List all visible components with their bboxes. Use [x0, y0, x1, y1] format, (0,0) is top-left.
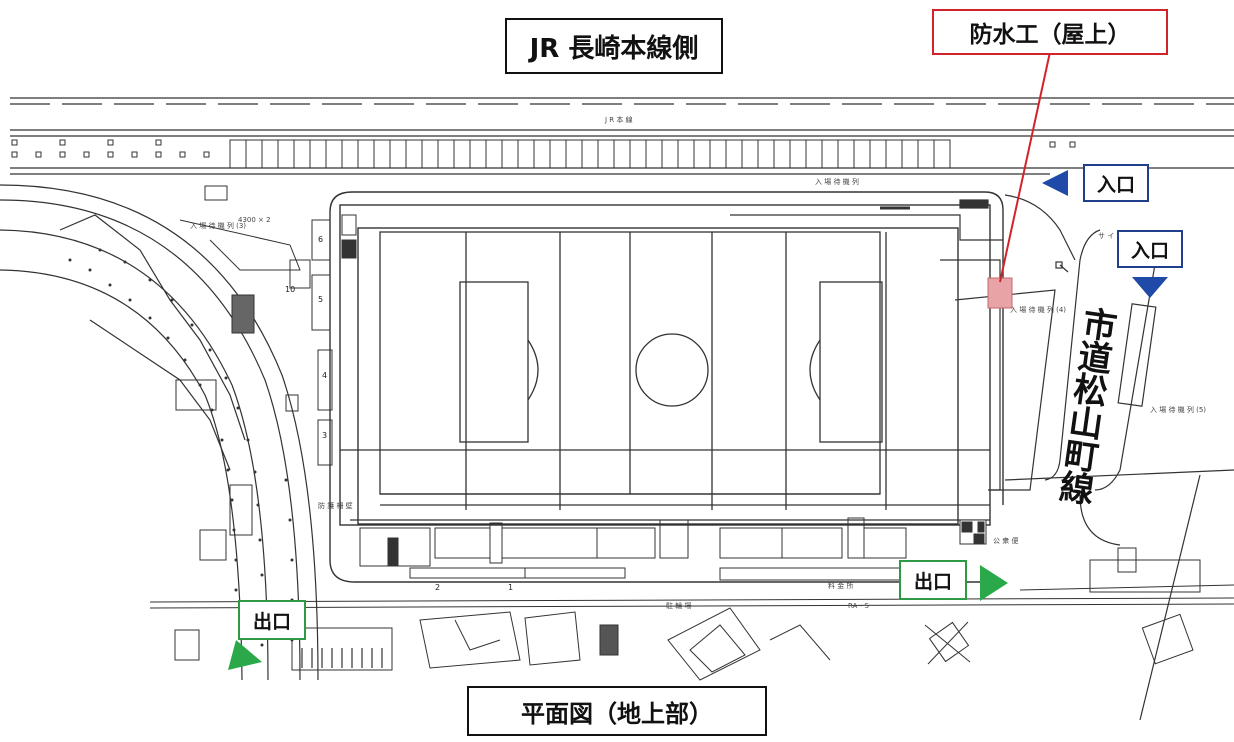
svg-text:防 護 柵 壁: 防 護 柵 壁 [318, 501, 353, 510]
svg-text:入 場 待 機 列: 入 場 待 機 列 [815, 177, 859, 186]
svg-text:入 場 待 機 列 (5): 入 場 待 機 列 (5) [1150, 405, 1206, 414]
svg-text:入 場 待 機 列 (3): 入 場 待 機 列 (3) [190, 221, 246, 230]
svg-text:駐 輪 場: 駐 輪 場 [666, 601, 691, 610]
curved-stands [0, 184, 319, 681]
waterproof-label: 防水工（屋上） [932, 9, 1168, 55]
west-rooms [311, 214, 357, 466]
svg-text:5: 5 [318, 295, 323, 304]
city-road [1004, 194, 1234, 721]
stadium-outline [329, 191, 1004, 583]
svg-text:料 金 所: 料 金 所 [828, 581, 853, 590]
east-section [730, 199, 1056, 491]
entrance-arrow-icon-2 [1132, 277, 1168, 298]
parking-strip [229, 139, 951, 169]
exit-label-left: 出口 [238, 600, 306, 640]
exit-label-right: 出口 [899, 560, 967, 600]
svg-text:4: 4 [322, 371, 327, 380]
svg-text:1: 1 [508, 583, 513, 592]
entrance-arrow-icon [1042, 170, 1068, 196]
svg-text:4300 × 2: 4300 × 2 [238, 216, 271, 224]
bollard-row [11, 139, 1076, 158]
exit-arrow-icon [980, 565, 1008, 601]
callout-leader-line [999, 51, 1051, 283]
curved-stands-detail [174, 185, 311, 661]
svg-text:6: 6 [318, 235, 323, 244]
bottom-title: 平面図（地上部） [467, 686, 767, 736]
svg-text:2: 2 [435, 583, 440, 592]
stand-seat-dots [68, 248, 294, 647]
svg-text:10: 10 [285, 285, 295, 294]
railway-lines [10, 97, 1234, 175]
entrance-label-2: 入口 [1117, 230, 1183, 268]
waterproof-area [987, 277, 1013, 309]
exit-arrow-icon-2 [228, 640, 262, 670]
svg-text:入 場 待 機 列 (4): 入 場 待 機 列 (4) [1010, 305, 1066, 314]
svg-text:公 衆 便: 公 衆 便 [993, 536, 1018, 545]
svg-text:3: 3 [322, 431, 327, 440]
south-structures [149, 547, 1234, 681]
south-rooms [359, 517, 987, 581]
entrance-label-1: 入口 [1083, 164, 1149, 202]
pitch [340, 231, 990, 521]
top-title: JR 長崎本線側 [505, 18, 723, 74]
svg-text:J R 本 線: J R 本 線 [604, 115, 633, 124]
svg-text:RA - S: RA - S [848, 602, 869, 610]
